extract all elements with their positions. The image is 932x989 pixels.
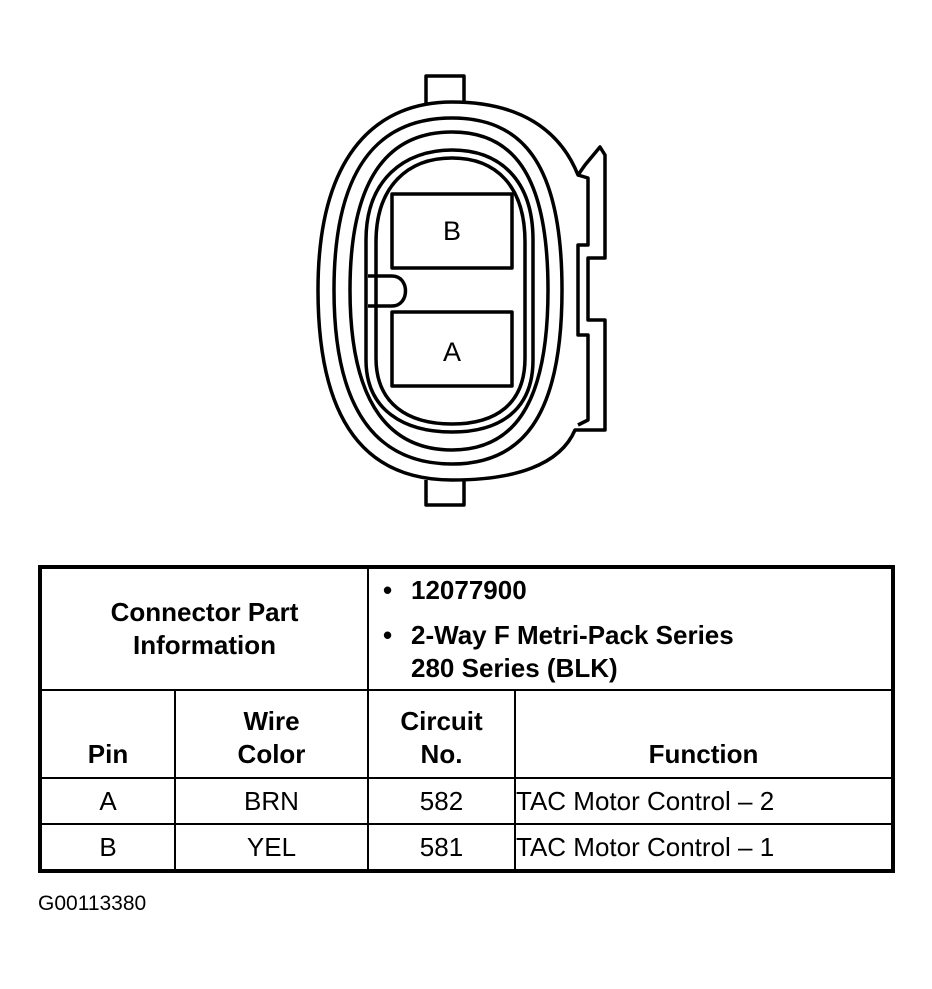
- column-header-pin: Pin: [39, 689, 176, 779]
- part-info-header-cell: Connector Part Information: [39, 566, 369, 691]
- column-header-row: Pin Wire Color Circuit No. Function: [39, 689, 895, 779]
- connector-ring-3: [348, 130, 550, 452]
- wire-color-cell: BRN: [174, 777, 369, 825]
- column-header-wire-color: Wire Color: [174, 689, 369, 779]
- part-series-line-2: 280 Series (BLK): [411, 652, 618, 683]
- column-header-pin-text: Pin: [87, 739, 129, 769]
- connector-outer-shell: [316, 100, 607, 482]
- function-cell: TAC Motor Control – 1: [513, 823, 895, 872]
- column-header-function-text: Function: [648, 739, 759, 769]
- table-row: A BRN 582 TAC Motor Control – 2: [39, 777, 895, 825]
- column-header-wire-color-line-1: Wire: [243, 706, 300, 736]
- part-number-item: • 12077900: [383, 574, 891, 607]
- column-header-circuit-no-line-2: No.: [420, 739, 463, 769]
- function-cell: TAC Motor Control – 2: [513, 777, 895, 825]
- pin-label-a: A: [443, 337, 461, 367]
- column-header-circuit-no: Circuit No.: [367, 689, 516, 779]
- part-series-item: • 2-Way F Metri-Pack Series 280 Series (…: [383, 619, 891, 685]
- table-row: B YEL 581 TAC Motor Control – 1: [39, 823, 895, 872]
- part-info-header-line-1: Connector Part: [110, 597, 299, 627]
- circuit-no-cell: 582: [367, 777, 516, 825]
- column-header-wire-color-line-2: Color: [237, 739, 306, 769]
- connector-info-table: Connector Part Information • 12077900 • …: [38, 565, 896, 873]
- cavity-outer: [364, 148, 535, 434]
- pin-label-b: B: [443, 216, 461, 246]
- part-info-header-line-2: Information: [133, 630, 276, 660]
- column-header-function: Function: [513, 689, 895, 779]
- polarizing-key: [368, 274, 408, 308]
- bullet-icon: •: [383, 619, 393, 650]
- circuit-no-cell: 581: [367, 823, 516, 872]
- part-info-row: Connector Part Information • 12077900 • …: [39, 566, 895, 691]
- part-number: 12077900: [411, 574, 527, 605]
- bottom-latch-tab: [424, 480, 466, 507]
- column-header-circuit-no-line-1: Circuit: [400, 706, 483, 736]
- top-latch-tab: [424, 74, 466, 103]
- part-series-line-1: 2-Way F Metri-Pack Series: [411, 619, 734, 650]
- terminal-cavity-a: [390, 310, 514, 388]
- connector-face-diagram: B A: [316, 74, 607, 507]
- pin-cell: B: [39, 823, 176, 872]
- part-info-details-cell: • 12077900 • 2-Way F Metri-Pack Series 2…: [366, 566, 895, 691]
- terminal-cavity-b: [390, 192, 514, 270]
- connector-ring-2: [332, 116, 564, 466]
- figure-id-label: G00113380: [38, 892, 147, 915]
- pin-cell: A: [39, 777, 176, 825]
- wire-color-cell: YEL: [174, 823, 369, 872]
- cavity-inner: [374, 156, 527, 426]
- side-latch: [576, 173, 590, 427]
- bullet-icon: •: [383, 574, 393, 605]
